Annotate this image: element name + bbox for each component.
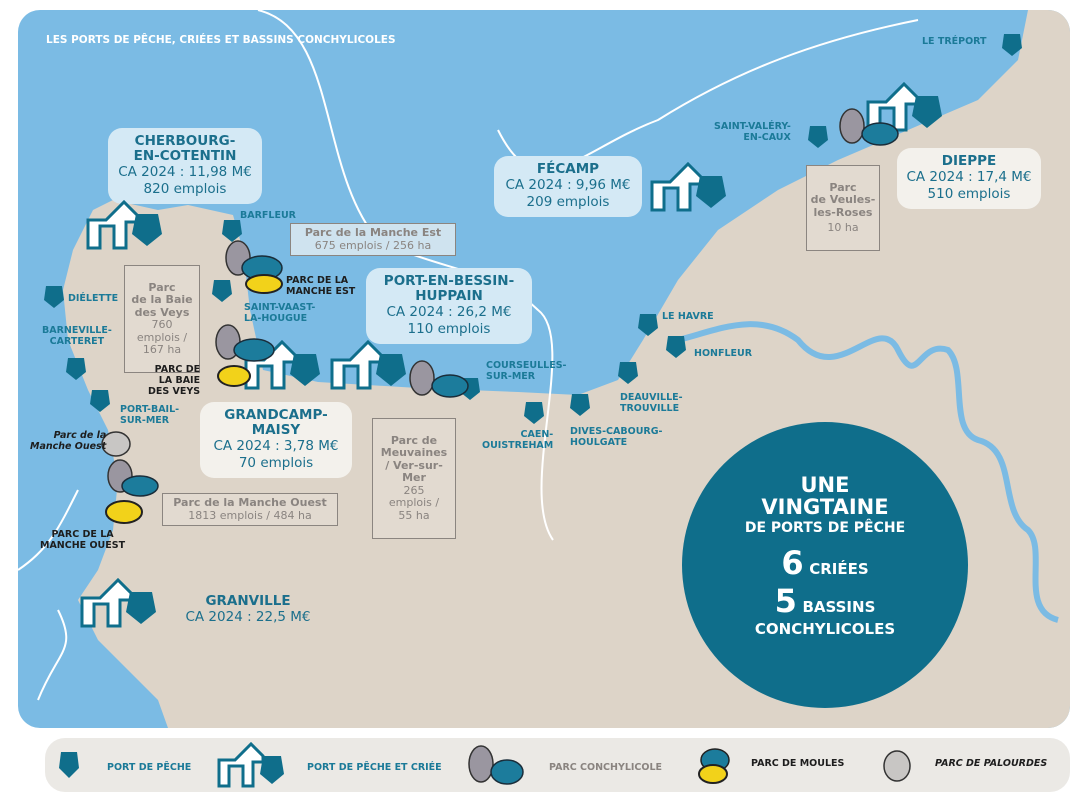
port-icon (59, 752, 79, 778)
mussel-label-baie-des-veys: PARC DE LA BAIE DES VEYS (148, 364, 201, 397)
summary-circle: UNE VINGTAINE DE PORTS DE PÊCHE 6 CRIÉES… (682, 422, 968, 708)
card-port-en-bessin: PORT-EN-BESSIN- HUPPAIN CA 2024 : 26,2 M… (366, 268, 532, 344)
mussel-label-manche-ouest: PARC DE LA MANCHE OUEST (40, 529, 126, 551)
card-grandcamp: GRANDCAMP- MAISY CA 2024 : 3,78 M€ 70 em… (200, 402, 352, 478)
clam-label-manche-ouest: Parc de la Manche Ouest (30, 430, 107, 452)
legend: PORT DE PÊCHE PORT DE PÊCHE ET CRIÉE PAR… (45, 738, 1070, 792)
port-label-port-bail: PORT-BAIL- SUR-MER (120, 404, 180, 426)
legend-port: PORT DE PÊCHE (107, 762, 192, 773)
criee-icon (330, 339, 410, 394)
port-label-barneville: BARNEVILLE- CARTERET (42, 325, 112, 347)
port-label-saint-vaast: SAINT-VAAST- LA-HOUGUE (244, 302, 316, 324)
port-label-courseulles: COURSEULLES- SUR-MER (486, 360, 567, 382)
shellfish-icon (98, 430, 162, 534)
port-label-barfleur: BARFLEUR (240, 210, 296, 221)
port-icon (616, 356, 640, 390)
seine-river (677, 321, 1060, 623)
criee-icon (866, 81, 946, 136)
port-icon (210, 274, 234, 308)
port-label-dielette: DIÉLETTE (68, 293, 119, 304)
port-icon (664, 330, 688, 364)
legend-conchylicole: PARC CONCHYLICOLE (549, 762, 663, 773)
port-icon (42, 280, 66, 314)
criee-icon (650, 161, 730, 216)
criee-icon (80, 577, 160, 632)
port-label-honfleur: HONFLEUR (694, 348, 753, 359)
port-icon (636, 308, 660, 342)
card-dieppe: DIEPPE CA 2024 : 17,4 M€ 510 emplois (897, 148, 1041, 209)
port-label-caen: CAEN- OUISTREHAM (482, 429, 554, 451)
legend-palourdes: PARC DE PALOURDES (935, 758, 1048, 769)
port-label-deauville: DEAUVILLE- TROUVILLE (620, 392, 683, 414)
criee-icon (217, 742, 284, 788)
mussel-icon (698, 748, 730, 784)
port-icon (568, 388, 592, 422)
port-label-dives: DIVES-CABOURG- HOULGATE (570, 426, 663, 448)
shellfish-icon (836, 108, 900, 152)
port-icon (88, 384, 112, 418)
port-label-le-treport: LE TRÉPORT (922, 36, 987, 47)
port-label-saint-valery: SAINT-VALÉRY- EN-CAUX (714, 121, 791, 143)
port-icon (64, 352, 88, 386)
legend-moules: PARC DE MOULES (751, 758, 845, 769)
shellfish-icon (468, 745, 524, 785)
port-icon (806, 120, 830, 154)
legend-criee: PORT DE PÊCHE ET CRIÉE (307, 762, 442, 773)
shellfish-icon (222, 240, 286, 300)
card-fecamp: FÉCAMP CA 2024 : 9,96 M€ 209 emplois (494, 156, 642, 217)
shellfish-icon (212, 324, 276, 394)
mussel-label-manche-est: PARC DE LA MANCHE EST (286, 275, 356, 297)
port-icon (522, 396, 546, 430)
port-icon (1000, 28, 1024, 62)
card-granville: GRANVILLE CA 2024 : 22,5 M€ (185, 593, 311, 626)
maritime-border-west (18, 489, 79, 701)
card-cherbourg: CHERBOURG- EN-COTENTIN CA 2024 : 11,98 M… (108, 128, 262, 204)
port-label-le-havre: LE HAVRE (662, 311, 714, 322)
map-title: LES PORTS DE PÊCHE, CRIÉES ET BASSINS CO… (46, 34, 396, 46)
shellfish-icon (406, 360, 470, 404)
clam-icon (883, 750, 911, 782)
criee-icon (86, 199, 166, 254)
port-icon (220, 214, 244, 248)
